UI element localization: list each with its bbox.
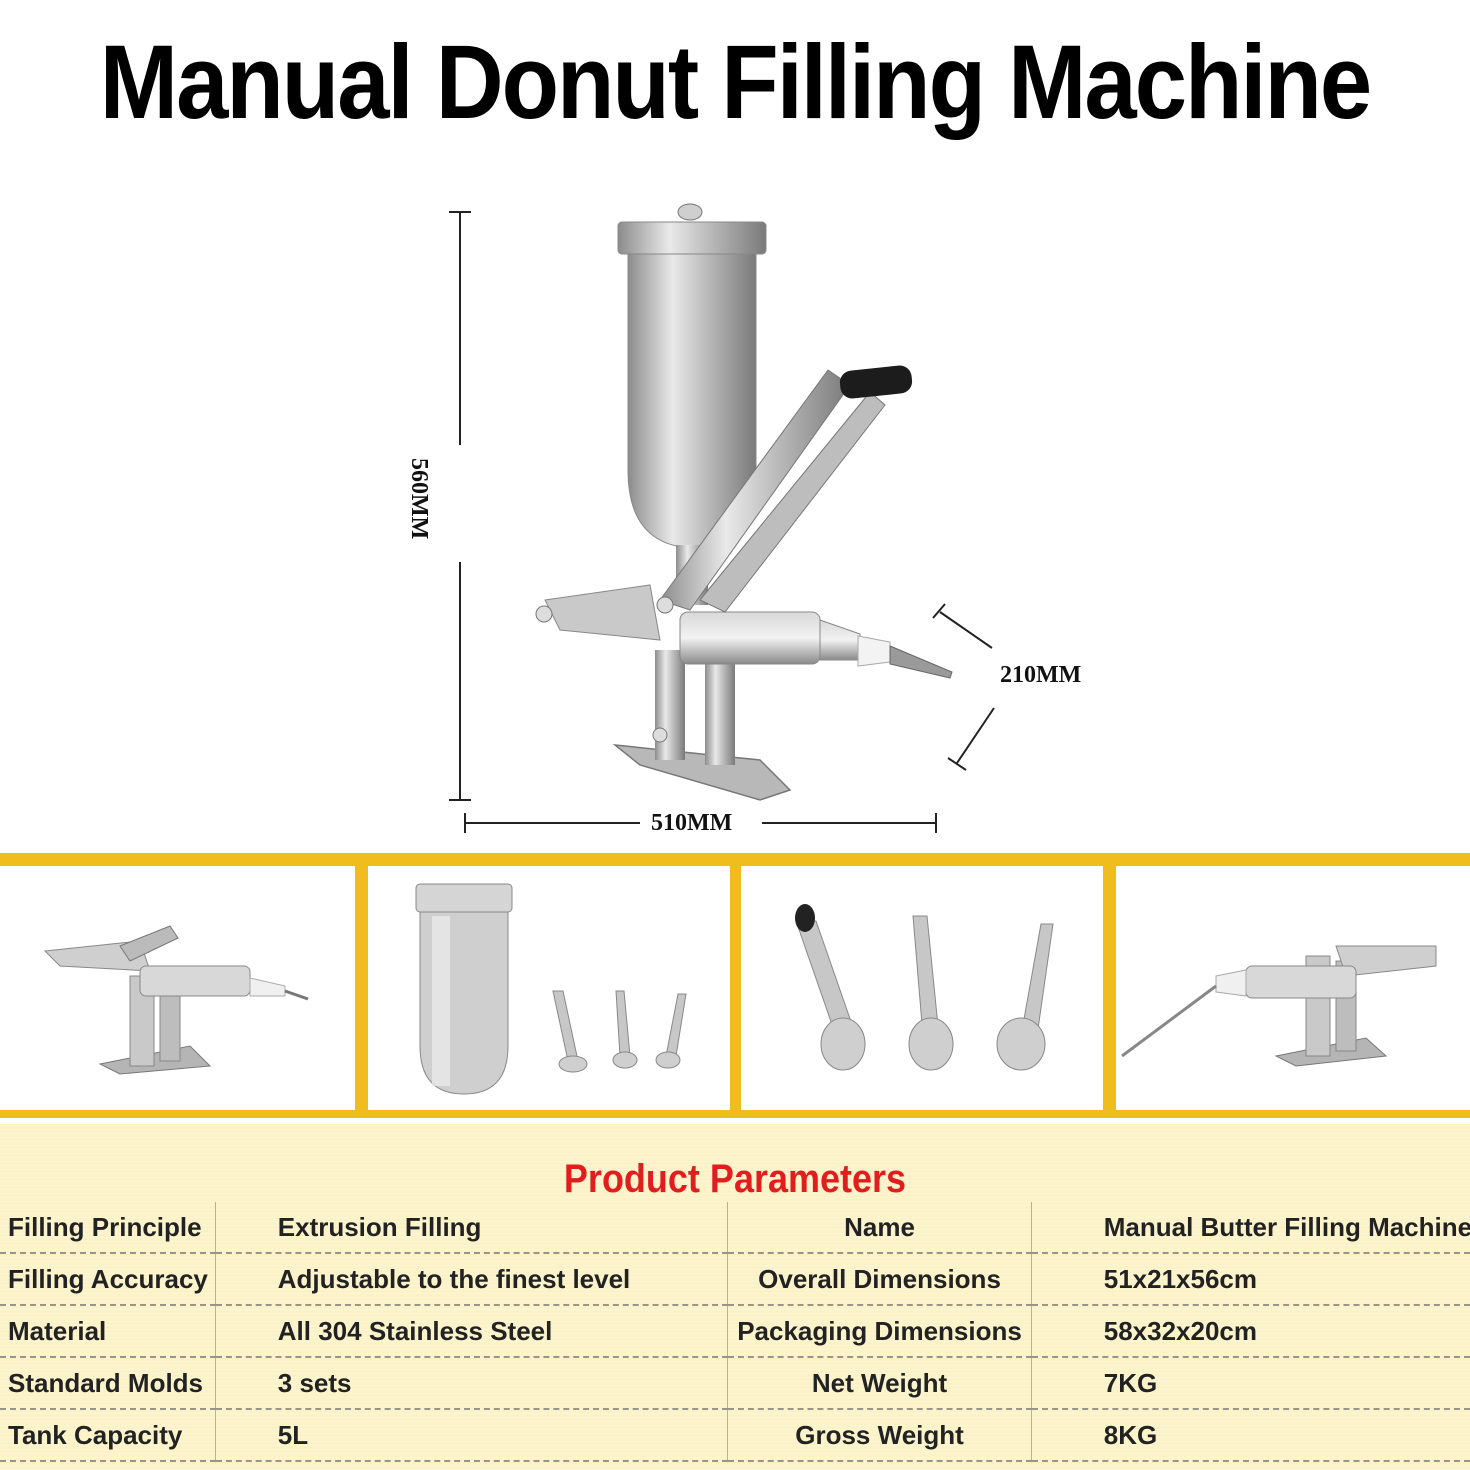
nozzle-tip (889, 645, 953, 679)
table-row: Material All 304 Stainless Steel Packagi… (0, 1305, 1470, 1358)
param-value: 58x32x20cm (1030, 1305, 1470, 1358)
param-label: Filling Accuracy (0, 1253, 216, 1306)
width-dimension-line (464, 813, 937, 833)
param-label: Material (0, 1305, 216, 1358)
page-title: Manual Donut Filling Machine (99, 22, 1372, 141)
nozzle-cap (857, 635, 891, 667)
table-row: Standard Molds 3 sets Net Weight 7KG (0, 1357, 1470, 1410)
param-value: 5L (214, 1409, 728, 1462)
param-value: 7KG (1030, 1357, 1470, 1410)
depth-label: 210MM (1000, 662, 1082, 688)
width-label: 510MM (651, 810, 733, 836)
param-label: Tank Capacity (0, 1409, 216, 1462)
param-label: Standard Molds (0, 1357, 216, 1410)
left-arm (544, 584, 661, 641)
depth-dimension-line (932, 603, 995, 771)
param-value: Adjustable to the finest level (214, 1253, 728, 1306)
param-label: Net Weight (727, 1357, 1032, 1410)
param-value: All 304 Stainless Steel (214, 1305, 728, 1358)
table-row: Filling Principle Extrusion Filling Name… (0, 1202, 1470, 1254)
machine-illustration (449, 203, 995, 833)
param-value: 51x21x56cm (1030, 1253, 1470, 1306)
param-value: Manual Butter Filling Machine (1030, 1202, 1470, 1254)
table-row: Filling Accuracy Adjustable to the fines… (0, 1253, 1470, 1306)
table-row: Tank Capacity 5L Gross Weight 8KG (0, 1409, 1470, 1462)
height-label: 560MM (406, 458, 432, 540)
hopper-lid (617, 221, 767, 255)
param-label: Name (727, 1202, 1032, 1254)
lever-handle (839, 365, 913, 399)
gallery-tank-and-nozzles (368, 866, 730, 1110)
param-label: Filling Principle (0, 1202, 216, 1254)
machine-leg (655, 650, 685, 760)
gallery-machine-right-view (1116, 866, 1470, 1110)
param-label: Packaging Dimensions (727, 1305, 1032, 1358)
param-value: 3 sets (214, 1357, 728, 1410)
parameters-title: Product Parameters (563, 1155, 907, 1201)
gallery-machine-left-view (0, 866, 355, 1110)
gallery-nozzles-closeup (741, 866, 1103, 1110)
extrusion-cylinder (679, 611, 821, 665)
param-value: 8KG (1030, 1409, 1470, 1462)
height-dimension-line (449, 211, 471, 801)
machine-base (612, 743, 792, 801)
param-value: Extrusion Filling (214, 1202, 728, 1254)
param-label: Overall Dimensions (727, 1253, 1032, 1306)
param-label: Gross Weight (727, 1409, 1032, 1462)
parameters-table: Filling Principle Extrusion Filling Name… (0, 1202, 1470, 1462)
